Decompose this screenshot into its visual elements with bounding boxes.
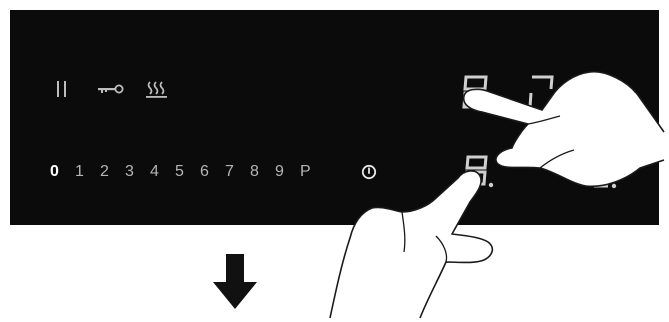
- keep-warm-icon[interactable]: [146, 80, 168, 98]
- level-0[interactable]: 0: [50, 162, 75, 186]
- level-3[interactable]: 3: [125, 162, 150, 186]
- zone-display-bottom-right[interactable]: [592, 176, 618, 190]
- level-9[interactable]: 9: [275, 162, 300, 186]
- level-5[interactable]: 5: [175, 162, 200, 186]
- zone-display-top-left[interactable]: [460, 74, 492, 110]
- zone-display-bottom-left[interactable]: [462, 154, 496, 190]
- power-level-selector: 0 1 2 3 4 5 6 7 8 9 P: [50, 162, 325, 186]
- zone-display-top-right[interactable]: [526, 74, 558, 110]
- level-2[interactable]: 2: [100, 162, 125, 186]
- level-6[interactable]: 6: [200, 162, 225, 186]
- level-8[interactable]: 8: [250, 162, 275, 186]
- down-arrow-icon: [212, 254, 258, 310]
- level-1[interactable]: 1: [75, 162, 100, 186]
- cooktop-panel: 0 1 2 3 4 5 6 7 8 9 P: [10, 10, 659, 225]
- childlock-key-icon[interactable]: [98, 83, 124, 95]
- level-4[interactable]: 4: [150, 162, 175, 186]
- pause-icon[interactable]: [57, 81, 67, 97]
- power-icon[interactable]: [361, 164, 377, 180]
- level-7[interactable]: 7: [225, 162, 250, 186]
- level-p[interactable]: P: [300, 162, 325, 186]
